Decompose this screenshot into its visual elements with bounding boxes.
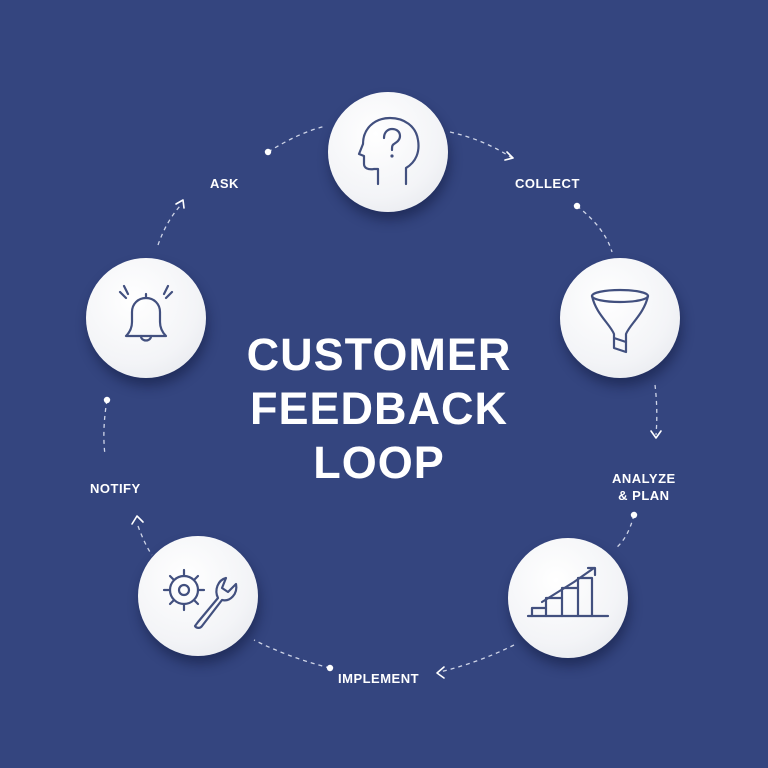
connector-arrow — [131, 515, 144, 525]
connector-notify-top — [103, 399, 108, 456]
step-label-notify: NOTIFY — [90, 481, 141, 496]
title-line-2: FEEDBACK — [249, 383, 508, 434]
step-node-notify — [86, 258, 206, 378]
connector-ask-collect-left — [267, 125, 327, 153]
connector-analyze-bottom — [615, 514, 635, 549]
step-label-implement: IMPLEMENT — [338, 671, 420, 686]
connector-collect-analyze — [576, 205, 613, 253]
head-question-icon — [357, 116, 420, 186]
gear-wrench-icon — [162, 568, 238, 629]
connector-arrow — [650, 430, 662, 439]
connector-arrow — [504, 151, 514, 161]
step-node-analyze — [508, 538, 628, 658]
step-label-collect: COLLECT — [515, 176, 580, 191]
connector-dot — [326, 664, 334, 672]
page-title: CUSTOMER FEEDBACK LOOP — [214, 328, 544, 490]
step-node-implement — [138, 536, 258, 656]
connector-implement-left — [253, 639, 331, 669]
connector-arrow — [175, 199, 185, 209]
connector-dot — [630, 511, 638, 519]
title-line-3: LOOP — [313, 437, 445, 488]
connector-arrow — [436, 666, 445, 679]
bell-icon — [118, 284, 174, 342]
connector-analyze-top — [654, 384, 658, 436]
step-label-analyze: ANALYZE & PLAN — [612, 471, 676, 503]
connector-notify-bottom — [137, 525, 153, 556]
connector-dot — [573, 202, 581, 210]
step-node-ask — [328, 92, 448, 212]
connector-ask-collect-right — [449, 131, 513, 159]
step-node-collect — [560, 258, 680, 378]
connector-dot — [103, 396, 111, 404]
title-line-1: CUSTOMER — [246, 329, 512, 380]
connector-dot — [264, 148, 272, 156]
funnel-icon — [590, 288, 650, 354]
connector-ask-bottom — [157, 205, 181, 246]
connector-implement-right — [439, 644, 515, 673]
growth-chart-icon — [526, 566, 610, 618]
step-label-ask: ASK — [210, 176, 239, 191]
